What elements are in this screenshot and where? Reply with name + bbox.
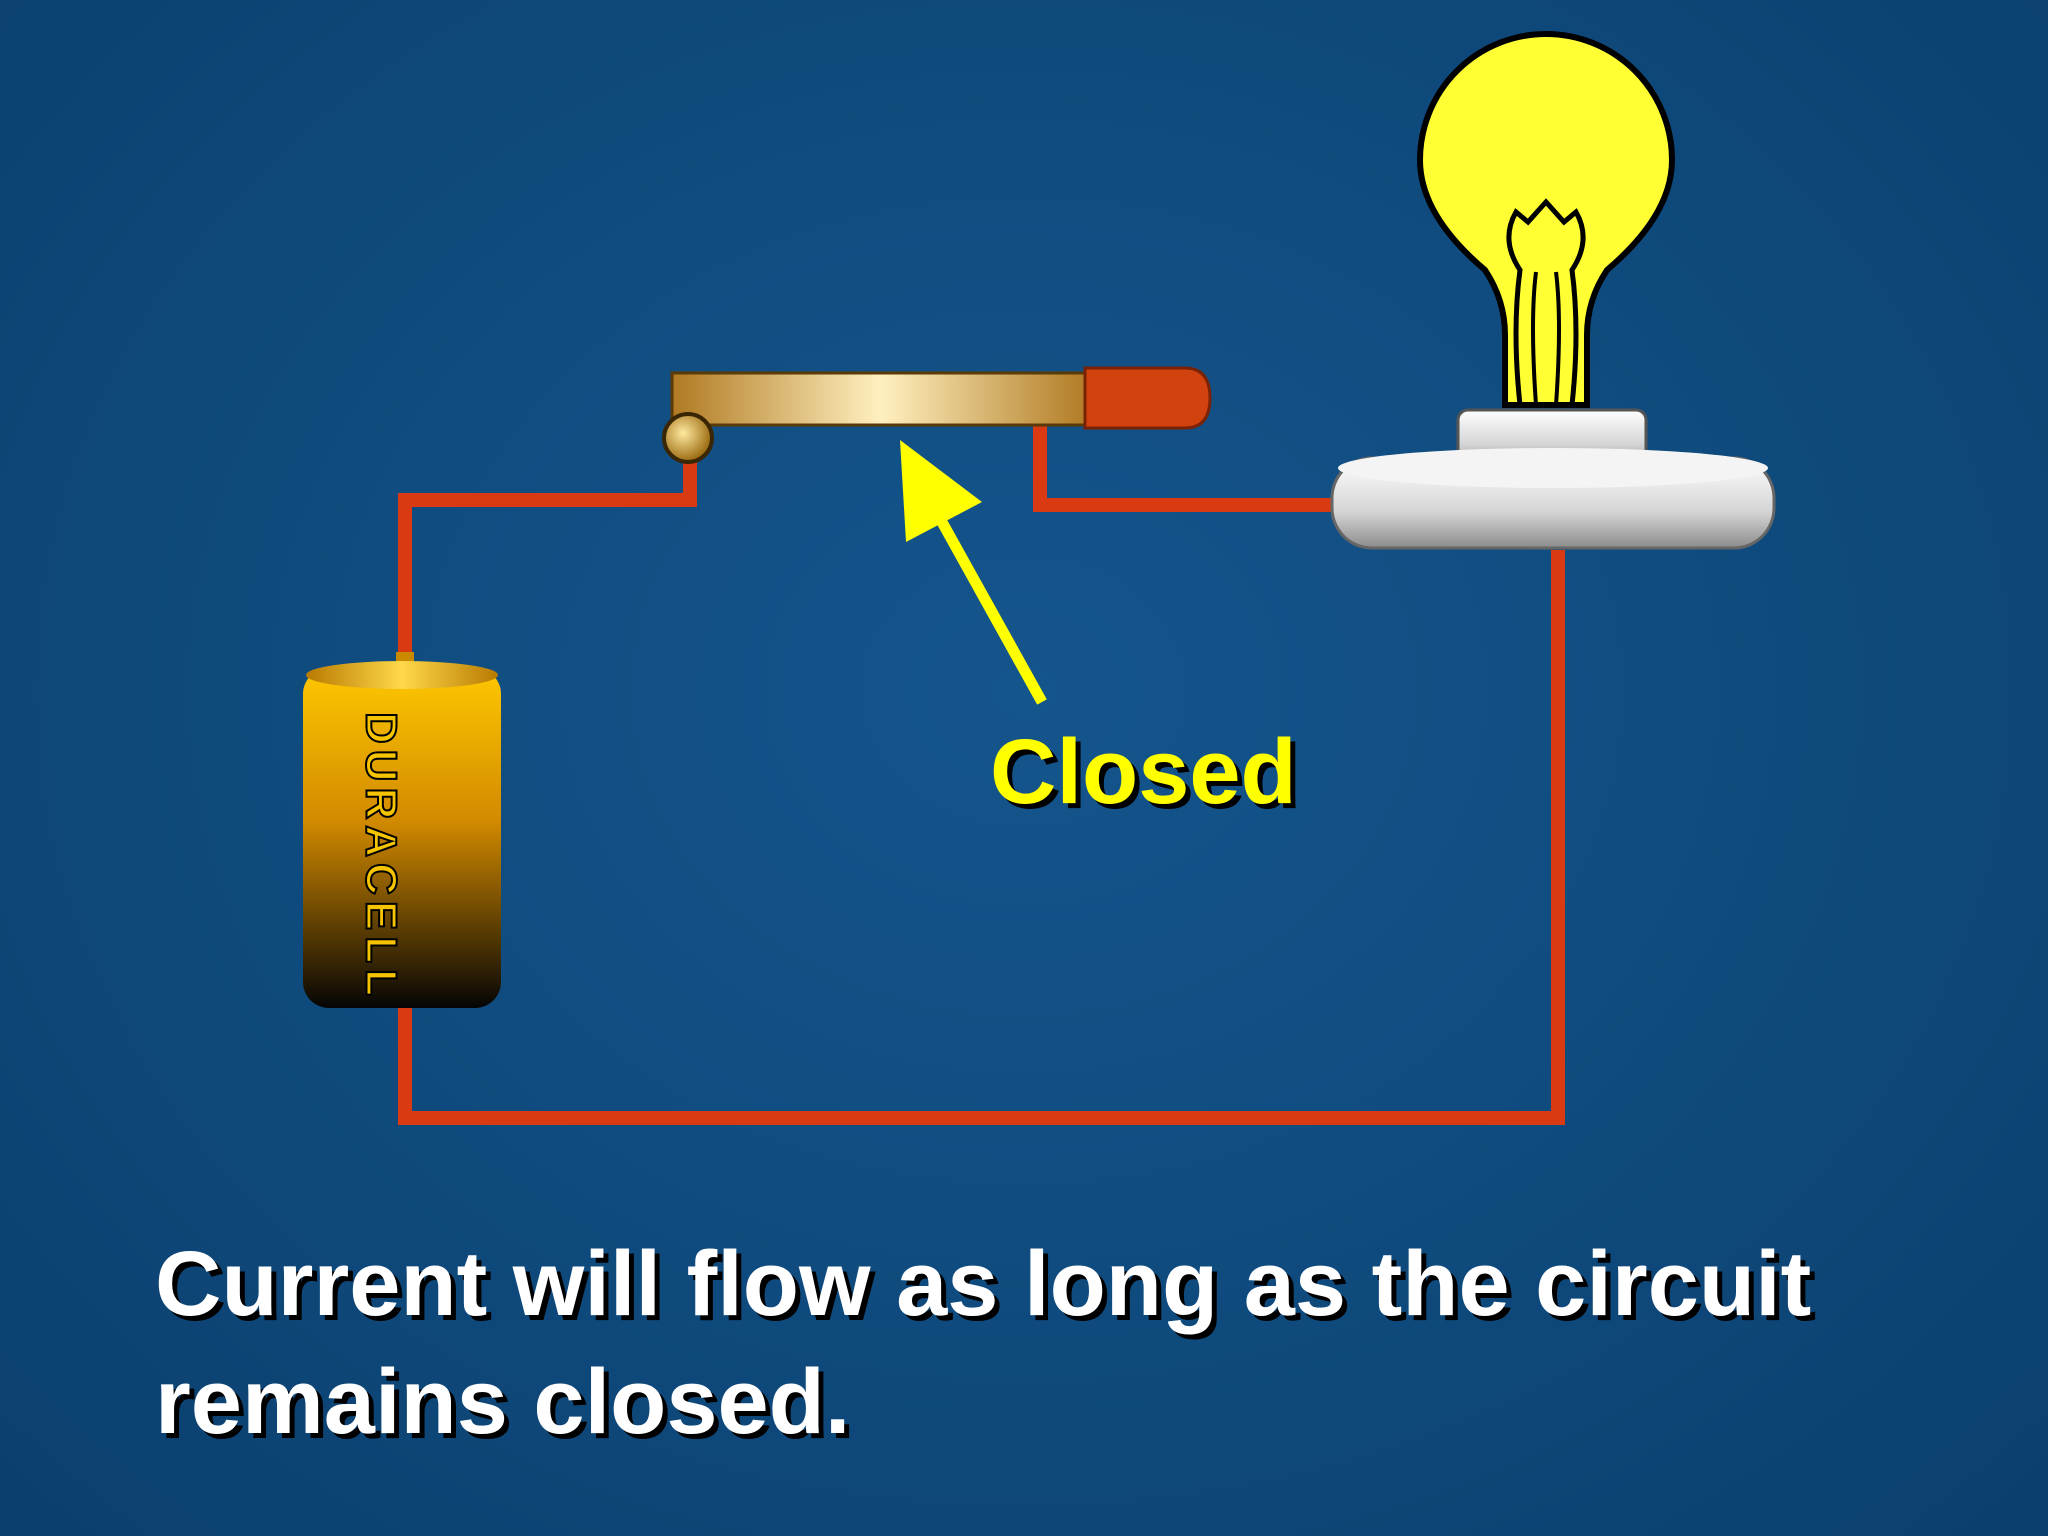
- battery-brand-label: DURACELL: [356, 712, 405, 1002]
- light-bulb-icon: [1330, 31, 1776, 550]
- wire-bulb-to-battery: [398, 550, 1565, 1125]
- caption-text: Current will flow as long as the circuit…: [155, 1233, 1812, 1453]
- wire-switch-to-bulb: [1033, 425, 1340, 512]
- bulb-filament-inner: [1531, 271, 1561, 406]
- wire-battery-to-switch: [398, 445, 697, 665]
- switch-blade: [670, 371, 1092, 427]
- switch-handle: [1083, 366, 1212, 430]
- switch-pivot: [662, 412, 714, 464]
- knife-switch-icon: [662, 366, 1212, 464]
- bulb-filament: [1506, 198, 1586, 406]
- pointer-arrow-icon: [900, 440, 1047, 705]
- bulb-glass: [1416, 31, 1676, 408]
- circuit-wires: [398, 425, 1565, 1125]
- switch-state-label: Closed: [990, 721, 1297, 823]
- battery-icon: DURACELL: [303, 652, 501, 1008]
